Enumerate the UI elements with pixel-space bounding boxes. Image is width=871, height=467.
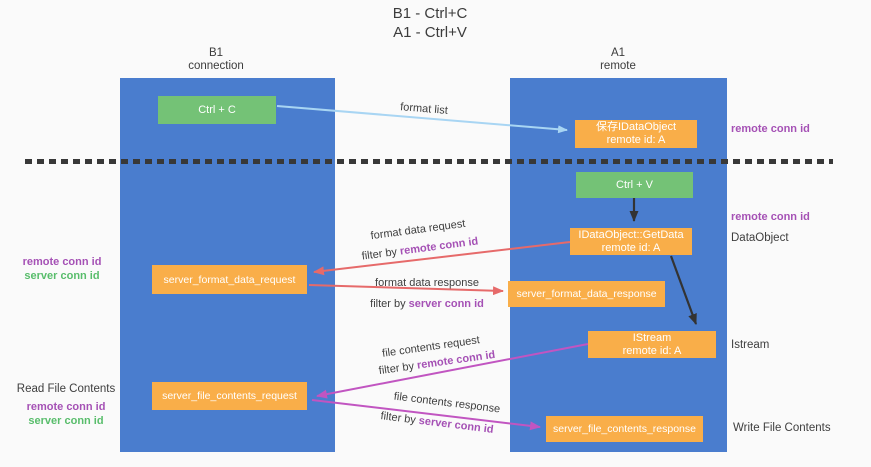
node-server-file-contents-request: server_file_contents_request [152, 382, 307, 410]
node-server-file-contents-response: server_file_contents_response [546, 416, 703, 442]
server-conn-id-highlight: server conn id [408, 298, 484, 310]
left-conn-id-group-file: Read File Contents remote conn id server… [12, 382, 120, 428]
node-ctrl-c: Ctrl + C [158, 96, 276, 124]
left-remote-conn-id-1: remote conn id [22, 256, 102, 268]
write-file-contents-annotation: Write File Contents [733, 422, 831, 434]
node-istream: IStream remote id: A [588, 331, 716, 358]
dashed-separator [25, 159, 833, 164]
lane-right-subtitle: remote [600, 60, 636, 72]
node-ctrl-v-label: Ctrl + V [616, 179, 653, 191]
node-idataobject-getdata: IDataObject::GetData remote id: A [570, 228, 692, 255]
node-server-format-data-request-label: server_format_data_request [163, 273, 296, 286]
node-save-idataobject-line1: 保存IDataObject [595, 121, 677, 133]
node-server-file-contents-response-label: server_file_contents_response [552, 423, 696, 435]
filter-by-text: filter by [379, 410, 420, 427]
format-list-label: format list [399, 101, 449, 117]
lane-left-subtitle: connection [188, 60, 244, 72]
node-ctrl-v: Ctrl + V [576, 172, 693, 198]
node-server-format-data-response-label: server_format_data_response [516, 288, 657, 300]
filter-by-text: filter by [361, 245, 401, 263]
filter-by-text: filter by [370, 298, 409, 310]
node-server-format-data-request: server_format_data_request [152, 265, 307, 294]
node-idataobject-getdata-line2: remote id: A [601, 241, 661, 254]
format-data-response-filter-label: filter by server conn id [370, 298, 484, 310]
left-remote-conn-id-2: remote conn id [26, 401, 106, 413]
left-conn-id-group-format: remote conn id server conn id [14, 255, 110, 283]
diagram-title: B1 - Ctrl+C A1 - Ctrl+V [393, 4, 468, 42]
remote-conn-id-highlight: remote conn id [399, 235, 479, 258]
node-idataobject-getdata-line1: IDataObject::GetData [578, 228, 684, 241]
node-server-format-data-response: server_format_data_response [508, 281, 665, 307]
lane-left-title: B1 [208, 47, 224, 59]
file-contents-response-label: file contents response [393, 390, 501, 416]
node-save-idataobject-line2: remote id: A [606, 134, 666, 146]
istream-annotation: Istream [731, 339, 770, 351]
read-file-contents-annotation: Read File Contents [16, 383, 116, 395]
remote-conn-id-annotation-mid: remote conn id [731, 211, 810, 223]
filter-by-text: filter by [378, 359, 418, 378]
remote-conn-id-annotation-top: remote conn id [731, 123, 810, 135]
left-server-conn-id-1: server conn id [24, 270, 100, 282]
title-line-2: A1 - Ctrl+V [393, 24, 467, 41]
server-conn-id-highlight: server conn id [418, 414, 495, 436]
node-server-file-contents-request-label: server_file_contents_request [162, 390, 297, 402]
node-istream-line1: IStream [632, 331, 672, 344]
lane-right-title: A1 [610, 47, 626, 59]
lane-right-header: A1 remote [600, 47, 636, 73]
dataobject-annotation: DataObject [731, 232, 789, 244]
format-data-response-label: format data response [375, 277, 479, 289]
node-ctrl-c-label: Ctrl + C [198, 104, 236, 116]
node-save-idataobject: 保存IDataObject remote id: A [575, 120, 697, 148]
lane-left-header: B1 connection [188, 47, 244, 73]
title-line-1: B1 - Ctrl+C [392, 5, 468, 22]
file-contents-response-filter-label: filter by server conn id [380, 410, 494, 436]
left-server-conn-id-2: server conn id [28, 415, 104, 427]
node-istream-line2: remote id: A [622, 344, 682, 357]
